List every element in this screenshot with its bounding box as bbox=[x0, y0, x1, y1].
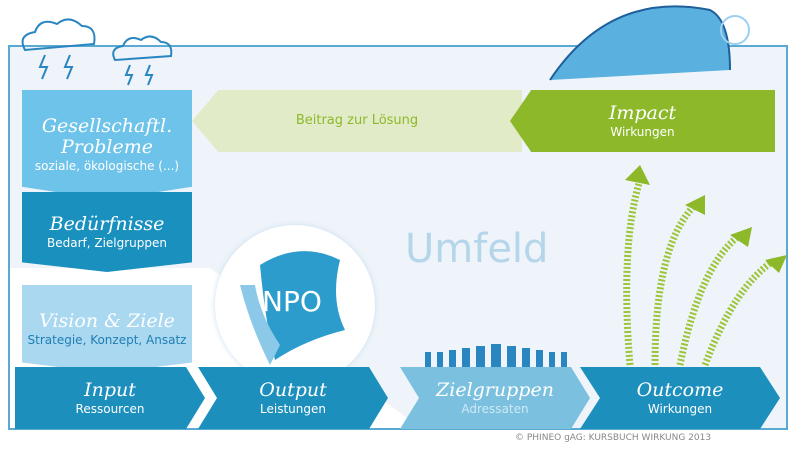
storm-clouds-icon bbox=[21, 18, 173, 86]
targets-box: Zielgruppen Adressaten bbox=[400, 367, 590, 429]
needs-box: Bedürfnisse Bedarf, Zielgruppen bbox=[22, 192, 192, 272]
problems-box: Gesellschaftl. Probleme soziale, ökologi… bbox=[22, 90, 192, 200]
environment-label: Umfeld bbox=[405, 226, 549, 272]
input-box: Input Ressourcen bbox=[15, 367, 205, 429]
copyright-text: © PHINEO gAG: KURSBUCH WIRKUNG 2013 bbox=[515, 433, 712, 443]
outcome-title: Outcome bbox=[636, 378, 724, 401]
output-sub: Leistungen bbox=[260, 401, 326, 416]
impact-box: Impact Wirkungen bbox=[510, 90, 775, 152]
impact-title: Impact bbox=[608, 101, 677, 124]
vision-sub: Strategie, Konzept, Ansatz bbox=[27, 332, 187, 347]
contribution-arrow: Beitrag zur Lösung bbox=[192, 90, 522, 152]
problems-title: Gesellschaftl. Probleme bbox=[41, 115, 173, 158]
outcome-sub: Wirkungen bbox=[647, 401, 713, 416]
npo-label: NPO bbox=[262, 285, 322, 318]
input-title: Input bbox=[84, 378, 136, 401]
ship-icon bbox=[240, 251, 345, 365]
output-title: Output bbox=[259, 378, 327, 401]
vision-box: Vision & Ziele Strategie, Konzept, Ansat… bbox=[22, 285, 192, 373]
needs-title: Bedürfnisse bbox=[49, 212, 165, 235]
contribution-label: Beitrag zur Lösung bbox=[295, 113, 419, 128]
input-sub: Ressourcen bbox=[75, 401, 145, 416]
globe-sun-icon bbox=[549, 5, 750, 81]
needs-sub: Bedarf, Zielgruppen bbox=[46, 235, 168, 250]
targets-sub: Adressaten bbox=[461, 401, 529, 416]
outcome-box: Outcome Wirkungen bbox=[580, 367, 780, 429]
targets-title: Zielgruppen bbox=[436, 378, 554, 401]
people-group-icon bbox=[425, 344, 567, 368]
impact-sub: Wirkungen bbox=[610, 124, 675, 139]
growth-arrows-icon bbox=[623, 165, 787, 367]
output-box: Output Leistungen bbox=[198, 367, 388, 429]
problems-sub: soziale, ökologische (...) bbox=[34, 159, 180, 173]
vision-title: Vision & Ziele bbox=[39, 309, 175, 332]
